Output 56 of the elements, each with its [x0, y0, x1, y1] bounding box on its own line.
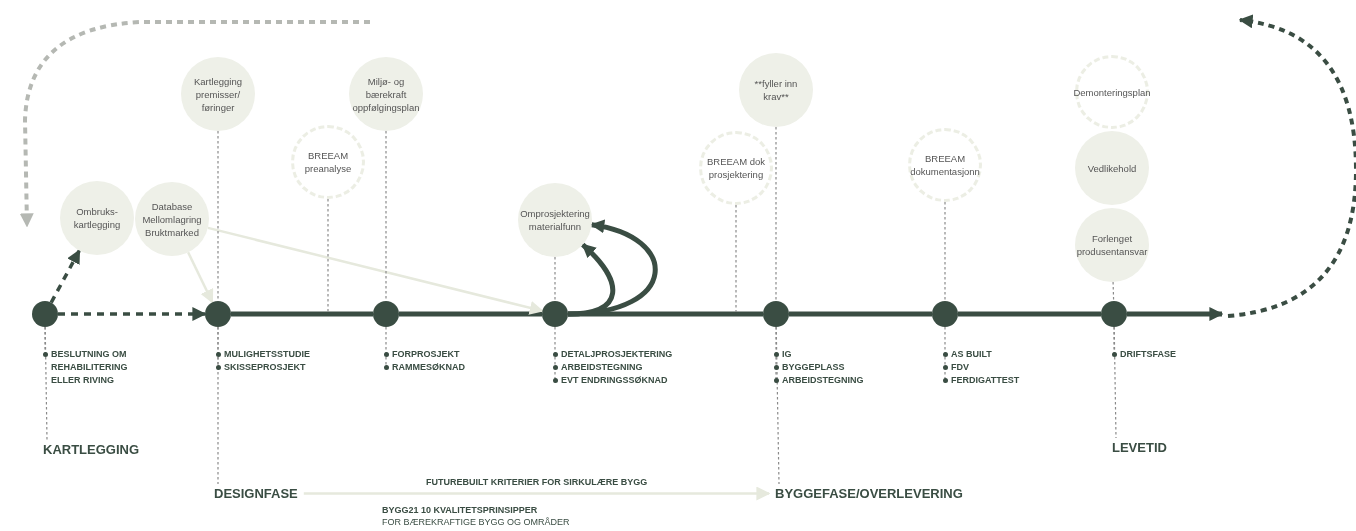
arrow: [49, 249, 81, 304]
arrow: [187, 251, 214, 304]
leader-line: [554, 256, 556, 302]
arrow: [567, 220, 658, 317]
topic-circle: Miljø- og bærekraft oppfølgingsplan: [349, 57, 423, 131]
milestone-item: AS BUILT: [943, 348, 1113, 361]
milestone-item: RAMMESØKNAD: [384, 361, 554, 374]
milestone-item: BESLUTNING OM REHABILITERING ELLER RIVING: [43, 348, 143, 387]
leader-line: [327, 198, 329, 313]
leader-line: [944, 201, 946, 302]
arrow: [1127, 307, 1224, 321]
arrow: [58, 307, 207, 321]
milestone-item: ARBEIDSTEGNING: [774, 374, 944, 387]
topic-circle: Forlenget produsentansvar: [1075, 208, 1149, 282]
topic-circle: Kartlegging premisser/ føringer: [181, 57, 255, 131]
milestone-item: DRIFTSFASE: [1112, 348, 1282, 361]
topic-circle: BREEAM preanalyse: [291, 125, 365, 199]
milestone-item: DETALJPROSJEKTERING: [553, 348, 723, 361]
timeline-dot: [205, 301, 231, 327]
timeline-dot: [1101, 301, 1127, 327]
leader-line: [217, 130, 219, 302]
timeline-dot: [542, 301, 568, 327]
phase-label: DESIGNFASE: [214, 486, 298, 501]
milestone-item: FORPROSJEKT: [384, 348, 554, 361]
timeline-dot: [932, 301, 958, 327]
topic-circle: Demonteringsplan: [1075, 55, 1149, 129]
phase-label: KARTLEGGING: [43, 442, 140, 457]
note-text: FOR BÆREKRAFTIGE BYGG OG OMRÅDER: [382, 517, 570, 527]
phase-label: LEVETID: [1112, 440, 1167, 455]
milestone-item: SKISSEPROSJEKT: [216, 361, 386, 374]
edge-label: FUTUREBUILT KRITERIER FOR SIRKULÆRE BYGG: [425, 476, 648, 487]
topic-circle: BREEAM dokumentasjonn: [908, 128, 982, 202]
milestone-item: MULIGHETSSTUDIE: [216, 348, 386, 361]
topic-circle: Vedlikehold: [1075, 131, 1149, 205]
timeline-dot: [373, 301, 399, 327]
phase-label: BYGGEFASE/OVERLEVERING: [775, 486, 963, 501]
milestone-item: FERDIGATTEST: [943, 374, 1113, 387]
milestone-item: IG: [774, 348, 944, 361]
milestone-item: EVT ENDRINGSSØKNAD: [553, 374, 723, 387]
topic-circle: BREEAM dok prosjektering: [699, 131, 773, 205]
note-text: BYGG21 10 KVALITETSPRINSIPPER: [382, 505, 538, 515]
timeline-dot: [763, 301, 789, 327]
leader-line: [1112, 281, 1115, 302]
arrow: [207, 226, 544, 315]
milestone-item: BYGGEPLASS: [774, 361, 944, 374]
arrow: [303, 486, 771, 501]
topic-circle: Ombruks- kartlegging: [60, 181, 134, 255]
leader-line: [775, 126, 777, 302]
topic-circle: **fyller inn krav**: [739, 53, 813, 127]
timeline-dot: [32, 301, 58, 327]
topic-circle: Omprosjektering materialfunn: [518, 183, 592, 257]
leader-line: [385, 130, 387, 302]
milestone-item: FDV: [943, 361, 1113, 374]
topic-circle: Database Mellomlagring Bruktmarked: [135, 182, 209, 256]
leader-line: [735, 204, 737, 313]
milestone-item: ARBEIDSTEGNING: [553, 361, 723, 374]
